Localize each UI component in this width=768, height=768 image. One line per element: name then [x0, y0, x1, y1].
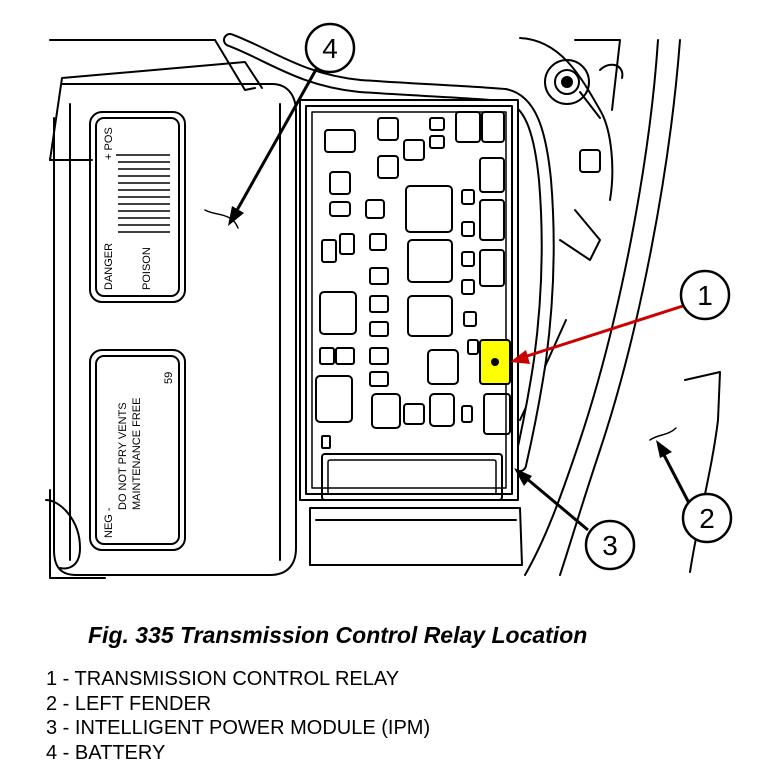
legend-num: 1	[46, 668, 58, 690]
callout-3: 3	[584, 519, 636, 571]
legend-item-4: 4 - BATTERY	[46, 741, 166, 764]
legend-text: INTELLIGENT POWER MODULE (IPM)	[74, 717, 431, 739]
callout-4-label: 4	[322, 33, 338, 64]
callout-4: 4	[304, 22, 356, 74]
legend-item-2: 2 - LEFT FENDER	[46, 692, 212, 715]
legend-text: TRANSMISSION CONTROL RELAY	[74, 668, 400, 690]
fender-marker	[649, 427, 677, 441]
callout-3-label: 3	[602, 530, 618, 561]
legend-num: 4	[46, 741, 58, 764]
callout-1: 1	[679, 269, 731, 321]
leader-lines	[228, 65, 692, 532]
ipm-location-diagram: 4 1 2 3 DANGER POISON + POS	[45, 22, 733, 579]
callout-1-label: 1	[697, 280, 713, 311]
battery-pos-text: + POS	[103, 127, 115, 160]
battery-code: 59	[163, 372, 175, 384]
callout-2-label: 2	[699, 503, 715, 534]
battery-neg-text: NEG -	[103, 507, 115, 538]
legend-item-3: 3 - INTELLIGENT POWER MODULE (IPM)	[46, 717, 431, 739]
battery-danger-text: DANGER	[103, 243, 115, 290]
legend-num: 2	[46, 692, 58, 715]
battery-bottom-label: NEG - DO NOT PRY VENTS MAINTENANCE FREE …	[103, 372, 175, 538]
battery-warning-1: DO NOT PRY VENTS	[117, 402, 129, 510]
legend-text: LEFT FENDER	[74, 692, 212, 715]
battery-top-label: DANGER POISON + POS	[103, 127, 170, 290]
legend-num: 3	[46, 717, 58, 739]
battery-icon	[53, 83, 297, 576]
figure-caption: Fig. 335 Transmission Control Relay Loca…	[88, 622, 588, 648]
battery-poison-text: POISON	[141, 247, 153, 290]
bolt-icon	[544, 59, 601, 173]
legend-text: BATTERY	[74, 741, 166, 764]
wire-harness	[223, 33, 555, 472]
callout-2: 2	[681, 492, 733, 544]
fuse-box-icon	[299, 99, 523, 566]
legend-item-1: 1 - TRANSMISSION CONTROL RELAY	[46, 668, 400, 690]
battery-warning-2: MAINTENANCE FREE	[131, 398, 143, 510]
legend: 1 - TRANSMISSION CONTROL RELAY 2 - LEFT …	[46, 667, 430, 765]
